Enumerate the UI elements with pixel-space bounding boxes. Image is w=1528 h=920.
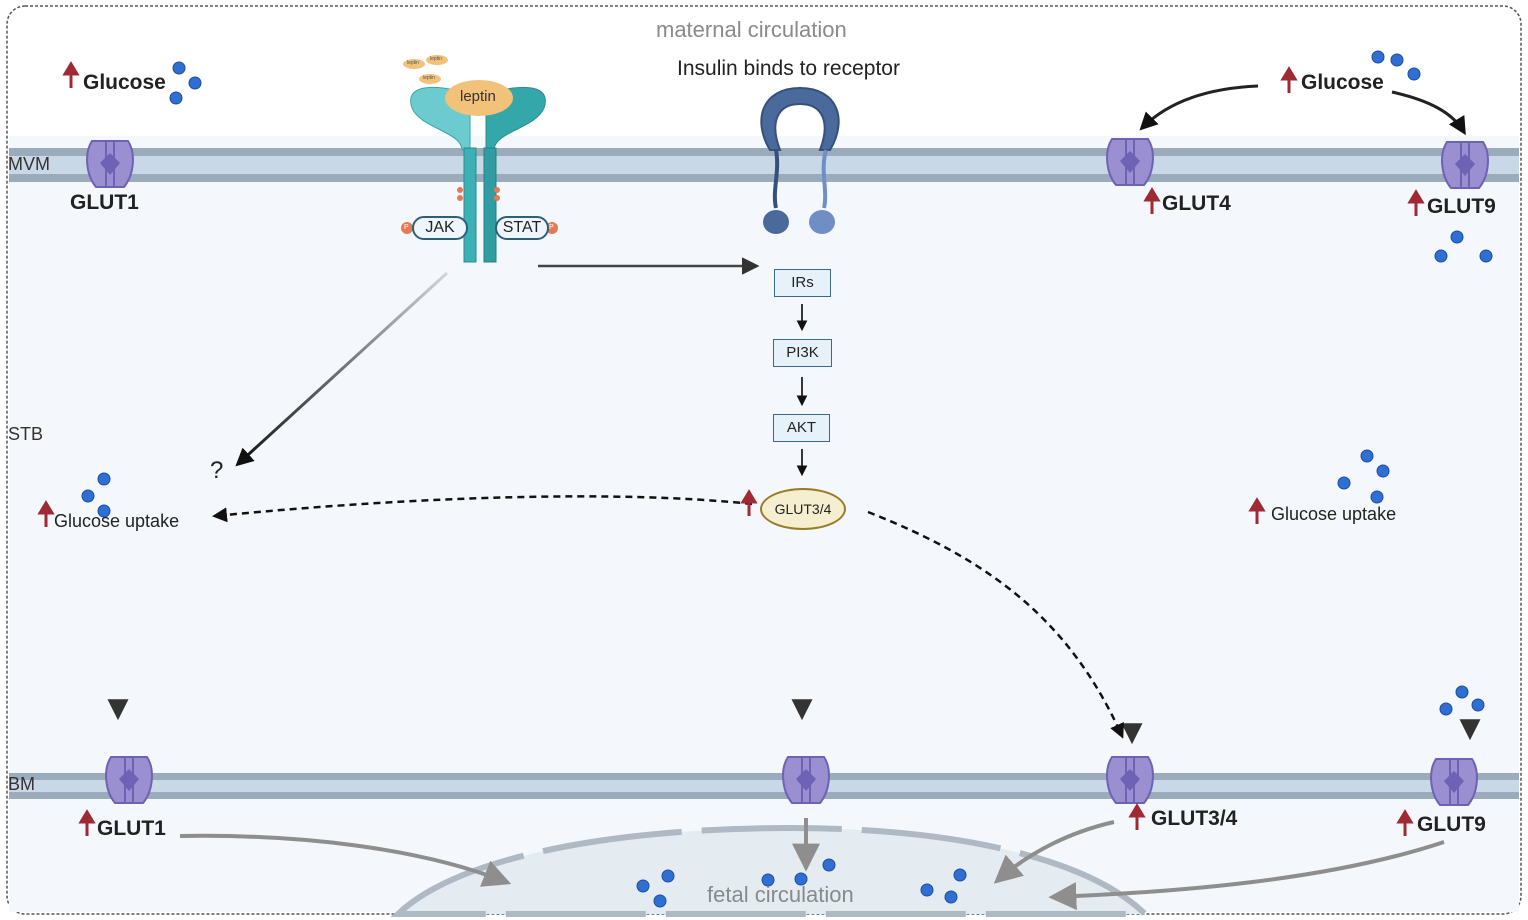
maternal-circulation-label: maternal circulation: [656, 17, 847, 42]
glut1-transporter-top: [86, 140, 134, 188]
phospho-left: P: [404, 224, 409, 231]
up-arrow-glucose-uptake-right: [1248, 497, 1266, 524]
arrow-glut1-to-fetal: [179, 833, 512, 887]
fetal-circulation-label: fetal circulation: [707, 882, 854, 907]
up-arrow-glut9-top: [1407, 189, 1425, 216]
arrow-glut9-to-fetal: [1048, 840, 1445, 911]
arrow-glucose-to-glut4: [1139, 84, 1259, 131]
up-arrow-glucose-uptake-left: [37, 500, 55, 527]
insulin-receptor: [760, 86, 840, 234]
phospho-right: P: [549, 224, 554, 231]
up-arrow-glut1-bottom: [78, 809, 96, 836]
leptin-small-label-1: leptin: [407, 60, 419, 66]
arrow-dashed-to-glucose-uptake: [212, 495, 753, 523]
glucose-molecules: [81, 50, 1493, 908]
glut1-bottom-label: GLUT1: [97, 817, 166, 840]
up-arrow-glucose-right: [1280, 66, 1298, 93]
glut4-transporter-top: [1106, 138, 1154, 186]
up-arrow-glut34-bottom: [1128, 803, 1146, 830]
glut9-transporter-top: [1441, 141, 1489, 189]
irs-box: IRs: [774, 269, 831, 297]
glut1-transporter-bottom: [105, 756, 153, 804]
bm-label: BM: [8, 774, 35, 794]
bm-membrane: [9, 773, 1519, 799]
leptin-small-label-2: leptin: [430, 56, 442, 62]
glucose-label-right: Glucose: [1301, 71, 1384, 94]
up-arrow-glut4: [1143, 187, 1161, 214]
pi3k-box: PI3K: [773, 339, 832, 367]
arrow-glucose-to-glut9: [1391, 90, 1466, 136]
glucose-uptake-right-label: Glucose uptake: [1271, 504, 1397, 524]
stat-box: STAT: [495, 216, 549, 240]
glut34-bottom-label: GLUT3/4: [1151, 807, 1238, 830]
arrow-leptin-to-question: [235, 271, 449, 467]
glut9-top-label: GLUT9: [1427, 195, 1496, 218]
glut34-oval: GLUT3/4: [760, 488, 846, 530]
leptin-receptor: [401, 55, 558, 263]
leptin-label: leptin: [460, 88, 496, 105]
jak-box: JAK: [412, 216, 468, 240]
glucose-label-left: Glucose: [83, 71, 166, 94]
arrow-glut34-to-fetal: [993, 820, 1115, 884]
glucose-uptake-left-label: Glucose uptake: [54, 511, 180, 531]
mvm-membrane: [9, 148, 1519, 182]
stb-label: STB: [8, 424, 44, 444]
glut1-top-label: GLUT1: [70, 191, 139, 214]
insulin-binds-label: Insulin binds to receptor: [677, 57, 900, 80]
leptin-small-label-3: leptin: [423, 75, 435, 81]
glut9-transporter-bottom: [1430, 758, 1478, 806]
mvm-label: MVM: [8, 154, 50, 174]
glut34-transporter-bottom: [1106, 756, 1154, 804]
glut-transporter-bottom-center: [782, 756, 830, 804]
up-arrow-glut9-bottom: [1396, 809, 1414, 836]
question-mark-label: ?: [210, 457, 224, 484]
up-arrow-glut34-oval: [740, 489, 758, 516]
akt-box: AKT: [773, 414, 830, 442]
glut9-bottom-label: GLUT9: [1417, 813, 1486, 836]
up-arrow-glucose-left: [62, 61, 80, 88]
glut4-label: GLUT4: [1162, 192, 1231, 215]
arrow-dashed-to-glut34: [867, 510, 1124, 739]
